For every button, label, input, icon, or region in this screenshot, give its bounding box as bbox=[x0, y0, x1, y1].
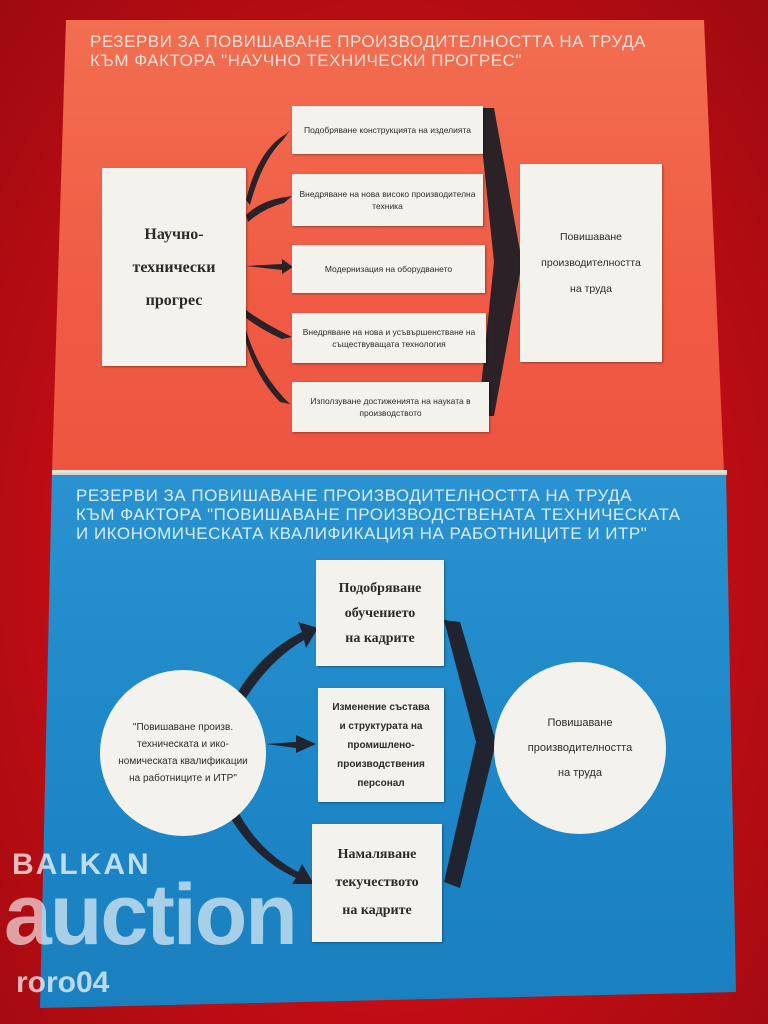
bottom-heading-line-3: и икономическата квалификация на работни… bbox=[76, 524, 648, 543]
source-circle-qualification: "Повишаване произв. техническата и ико- … bbox=[100, 670, 266, 836]
top-heading-line-1: Резерви за повишаване производителността… bbox=[90, 32, 646, 51]
turnover-box: Намаляване текучеството на кадрите bbox=[312, 824, 442, 942]
source-line-1: Научно- bbox=[144, 225, 204, 243]
training-box: Подобряване обучението на кадрите bbox=[316, 560, 444, 666]
watermark-brand-small: BALKAN bbox=[12, 848, 151, 881]
factor-box-5: Използуване достиженията на науката в пр… bbox=[292, 382, 489, 432]
result-line-2: производителността bbox=[541, 257, 641, 269]
bottom-heading: Резерви за повишаване производителността… bbox=[76, 486, 726, 543]
result-circle-line-3: на труда bbox=[558, 766, 602, 779]
structure-line-1: Изменение състава bbox=[332, 701, 430, 713]
source-circle-line-4: на работниците и ИТР" bbox=[129, 773, 237, 784]
structure-line-5: персонал bbox=[357, 777, 405, 789]
source-line-2: технически bbox=[132, 258, 216, 276]
structure-line-4: производствения bbox=[337, 758, 425, 770]
factor-1-text: Подобряване конструкцията на изделията bbox=[304, 125, 471, 135]
structure-line-3: промишлено- bbox=[347, 739, 415, 751]
structure-line-2: и структурата на bbox=[339, 720, 423, 732]
turnover-line-2: текучеството bbox=[335, 875, 419, 890]
training-line-3: на кадрите bbox=[345, 630, 415, 646]
source-circle-line-1: "Повишаване произв. bbox=[132, 722, 234, 733]
bottom-heading-line-1: Резерви за повишаване производителността… bbox=[76, 486, 632, 505]
turnover-line-3: на кадрите bbox=[342, 903, 412, 918]
result-box-productivity: Повишаване производителността на труда bbox=[520, 164, 662, 362]
factor-box-3: Модернизация на оборудването bbox=[292, 245, 485, 293]
source-circle-line-2: техническата и ико- bbox=[137, 739, 229, 750]
result-circle-line-1: Повишаване bbox=[547, 716, 613, 729]
watermark-user: roro04 bbox=[16, 966, 110, 999]
factor-box-1: Подобряване конструкцията на изделията bbox=[292, 106, 483, 154]
turnover-line-1: Намаляване bbox=[337, 847, 417, 862]
top-heading-line-2: към фактора "Научно технически прогрес" bbox=[90, 51, 522, 70]
source-circle-line-3: номическата квалификации bbox=[118, 756, 248, 767]
watermark-brand-big: auction bbox=[4, 867, 298, 963]
source-line-3: прогрес bbox=[145, 291, 203, 309]
sheet-fold bbox=[52, 470, 727, 475]
factor-box-2: Внедряване на нова високо производителна… bbox=[292, 174, 483, 226]
result-circle-line-2: производителността bbox=[527, 741, 633, 754]
result-circle-productivity: Повишаване производителността на труда bbox=[494, 662, 666, 834]
top-heading: Резерви за повишаване производителността… bbox=[90, 32, 700, 70]
source-box-scientific-progress: Научно- технически прогрес bbox=[102, 168, 246, 366]
training-line-1: Подобряване bbox=[338, 580, 422, 596]
result-line-1: Повишаване bbox=[559, 231, 623, 243]
bottom-heading-line-2: към фактора "Повишаване производствената… bbox=[76, 505, 681, 524]
personnel-structure-box: Изменение състава и структурата на проми… bbox=[318, 688, 444, 802]
factor-2-text: Внедряване на нова високо производителна… bbox=[299, 189, 476, 211]
factor-5-text: Използуване достиженията на науката в пр… bbox=[310, 396, 471, 418]
training-line-2: обучението bbox=[344, 605, 416, 621]
factor-box-4: Внедряване на нова и усъвършенстване на … bbox=[292, 313, 486, 363]
factor-4-text: Внедряване на нова и усъвършенстване на … bbox=[302, 327, 476, 349]
result-line-3: на труда bbox=[570, 283, 612, 295]
factor-3-text: Модернизация на оборудването bbox=[324, 264, 453, 274]
